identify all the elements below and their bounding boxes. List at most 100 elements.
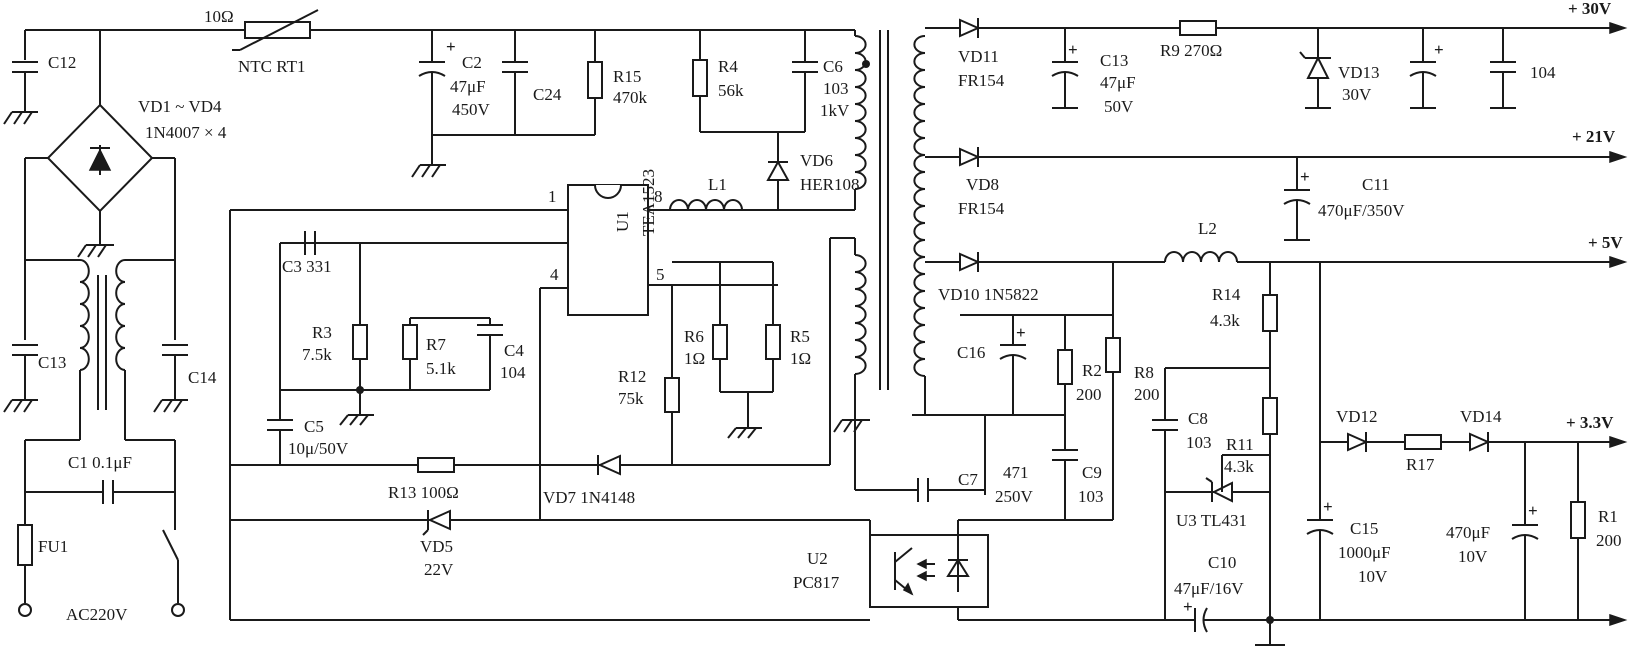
label-c12: C12 — [48, 53, 76, 72]
label-c6-ref: C6 — [823, 57, 843, 76]
label-c2-value2: 450V — [452, 100, 491, 119]
label-r3-ref: R3 — [312, 323, 332, 342]
label-vd5-ref: VD5 — [420, 537, 453, 556]
c30-plus: + — [1434, 40, 1444, 59]
label-tea1523: TEA1523 — [639, 169, 658, 236]
emi-filter — [3, 158, 188, 617]
c470-plus: + — [1528, 501, 1538, 520]
label-c16: C16 — [957, 343, 985, 362]
label-r8-value: 200 — [1134, 385, 1160, 404]
label-r9: R9 270Ω — [1160, 41, 1222, 60]
label-c470-value1: 470μF — [1446, 523, 1490, 542]
label-vd14: VD14 — [1460, 407, 1502, 426]
label-pin5: 5 — [656, 265, 665, 284]
label-vd11-value: FR154 — [958, 71, 1005, 90]
input-section: C12 10Ω NTC RT1 VD1 ~ VD4 1N4007 × 4 — [3, 7, 855, 624]
output-3v3: + + — [1306, 262, 1628, 620]
label-vd13-value: 30V — [1342, 85, 1372, 104]
label-r5-value: 1Ω — [790, 349, 811, 368]
label-bridge-value: 1N4007 × 4 — [145, 123, 227, 142]
label-vd8-value: FR154 — [958, 199, 1005, 218]
label-r15-value: 470k — [613, 88, 648, 107]
label-pin4: 4 — [550, 265, 559, 284]
label-c7: C7 — [958, 470, 978, 489]
label-c470-value2: 10V — [1458, 547, 1488, 566]
c11-plus: + — [1300, 167, 1310, 186]
label-r4-ref: R4 — [718, 57, 738, 76]
label-r17: R17 — [1406, 455, 1435, 474]
label-c9-value: 103 — [1078, 487, 1104, 506]
label-out-30v: + 30V — [1568, 0, 1612, 18]
output-5v: + — [854, 251, 1628, 646]
label-u2-value: PC817 — [793, 573, 840, 592]
optocoupler-u2 — [869, 534, 989, 608]
label-bridge-ref: VD1 ~ VD4 — [138, 97, 222, 116]
label-r15-ref: R15 — [613, 67, 641, 86]
label-c15-value1: 1000μF — [1338, 543, 1391, 562]
label-c4-value: 104 — [500, 363, 526, 382]
label-c7-value2: 250V — [995, 487, 1034, 506]
label-r7-ref: R7 — [426, 335, 446, 354]
label-rt1-value: 10Ω — [204, 7, 234, 26]
label-c14: C14 — [188, 368, 217, 387]
label-fu1: FU1 — [38, 537, 68, 556]
label-r13: R13 100Ω — [388, 483, 459, 502]
label-rt1: NTC RT1 — [238, 57, 305, 76]
label-c6-value1: 103 — [823, 79, 849, 98]
label-r5-ref: R5 — [790, 327, 810, 346]
label-u2-ref: U2 — [807, 549, 828, 568]
label-r11-value: 4.3k — [1224, 457, 1254, 476]
label-out-3v3: + 3.3V — [1566, 413, 1614, 432]
label-c13-value2: 50V — [1104, 97, 1134, 116]
hv-bus-section: + — [411, 30, 603, 178]
label-r4-value: 56k — [718, 81, 744, 100]
label-r7-value: 5.1k — [426, 359, 456, 378]
label-l1: L1 — [708, 175, 727, 194]
label-r14-value: 4.3k — [1210, 311, 1240, 330]
label-u1: U1 — [613, 211, 632, 232]
output-30v: + + — [959, 18, 1628, 109]
label-vd12: VD12 — [1336, 407, 1378, 426]
ic-peripherals — [230, 231, 871, 621]
label-out-5v: + 5V — [1588, 233, 1623, 252]
label-l2: L2 — [1198, 219, 1217, 238]
label-r14-ref: R14 — [1212, 285, 1241, 304]
label-r12-value: 75k — [618, 389, 644, 408]
label-vd6-value: HER108 — [800, 175, 860, 194]
c2-plus: + — [446, 37, 456, 56]
label-c104: 104 — [1530, 63, 1556, 82]
thermistor-rt1 — [232, 9, 319, 51]
label-vd8-ref: VD8 — [966, 175, 999, 194]
capacitor-c12 — [3, 61, 38, 125]
label-u3: U3 TL431 — [1176, 511, 1247, 530]
label-r1-ref: R1 — [1598, 507, 1618, 526]
label-c9-ref: C9 — [1082, 463, 1102, 482]
label-r8-ref: R8 — [1134, 363, 1154, 382]
label-c11-value: 470μF/350V — [1318, 201, 1405, 220]
label-c11-ref: C11 — [1362, 175, 1390, 194]
label-vd7: VD7 1N4148 — [543, 488, 635, 507]
label-c3: C3 331 — [282, 257, 332, 276]
c10-plus: + — [1183, 597, 1193, 616]
bridge-rectifier — [25, 30, 175, 258]
label-vd6-ref: VD6 — [800, 151, 833, 170]
label-r3-value: 7.5k — [302, 345, 332, 364]
label-c2-value1: 47μF — [450, 77, 486, 96]
label-r2-ref: R2 — [1082, 361, 1102, 380]
label-c10-ref: C10 — [1208, 553, 1236, 572]
label-c1: C1 0.1μF — [68, 453, 132, 472]
label-vd13-ref: VD13 — [1338, 63, 1380, 82]
label-r1-value: 200 — [1596, 531, 1622, 550]
label-c10-value: 47μF/16V — [1174, 579, 1244, 598]
c13o-plus: + — [1068, 40, 1078, 59]
label-c13-ref: C13 — [1100, 51, 1128, 70]
label-pin8: 8 — [654, 187, 663, 206]
label-c5-value: 10μ/50V — [288, 439, 349, 458]
label-c7-value1: 471 — [1003, 463, 1029, 482]
label-c15-value2: 10V — [1358, 567, 1388, 586]
label-ac220v: AC220V — [66, 605, 128, 624]
label-c15-ref: C15 — [1350, 519, 1378, 538]
c16-plus: + — [1016, 323, 1026, 342]
label-c8-ref: C8 — [1188, 409, 1208, 428]
label-r6-value: 1Ω — [684, 349, 705, 368]
